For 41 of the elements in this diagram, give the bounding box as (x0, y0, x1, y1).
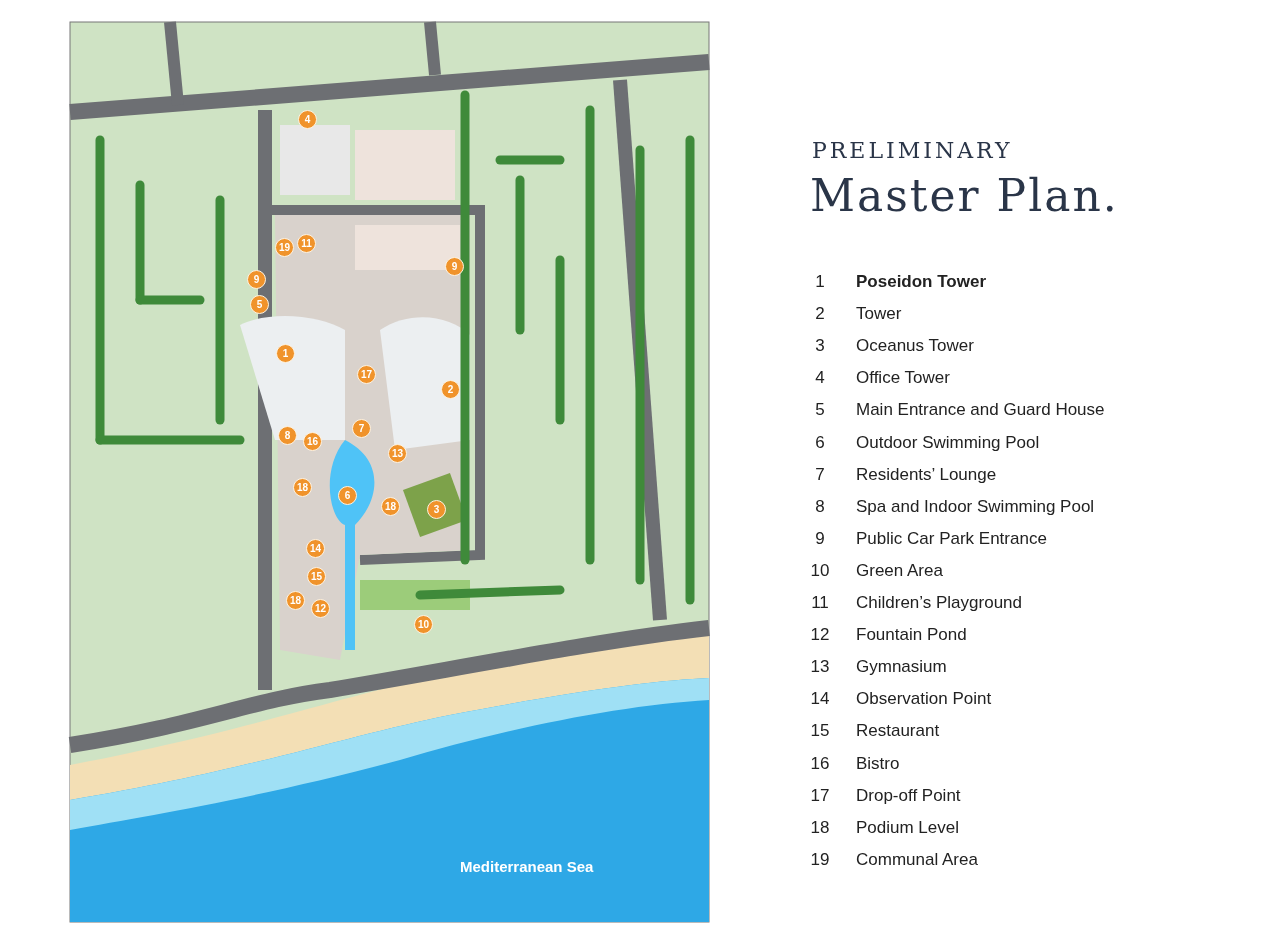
legend-text: Main Entrance and Guard House (856, 400, 1105, 421)
legend-number: 19 (809, 849, 831, 870)
sea-label: Mediterranean Sea (460, 858, 594, 875)
legend-number: 14 (809, 689, 831, 710)
legend-number: 16 (809, 753, 831, 774)
legend-number: 4 (814, 368, 826, 389)
legend-number: 8 (814, 496, 826, 517)
legend-number: 3 (814, 336, 826, 357)
legend-number: 17 (809, 785, 831, 806)
legend-number: 9 (814, 528, 826, 549)
subtitle: PRELIMINARY (812, 138, 1013, 163)
legend-text: Green Area (856, 560, 943, 581)
legend-number: 15 (809, 721, 831, 742)
legend-number: 7 (814, 464, 826, 485)
legend-number: 6 (814, 432, 826, 453)
legend-text: Spa and Indoor Swimming Pool (856, 496, 1095, 517)
legend-text: Gymnasium (856, 657, 947, 678)
legend-text: Public Car Park Entrance (856, 528, 1047, 549)
legend-text: Residents’ Lounge (856, 464, 997, 485)
legend-text: Fountain Pond (856, 625, 967, 646)
legend-number: 1 (814, 272, 826, 292)
legend-text: Podium Level (856, 817, 959, 838)
legend-text: Children’s Playground (856, 593, 1022, 613)
legend-text: Drop-off Point (856, 785, 961, 806)
legend-number: 18 (809, 817, 831, 838)
legend-text: Tower (856, 304, 902, 325)
legend-number: 2 (814, 304, 826, 325)
legend-text: Restaurant (856, 721, 940, 742)
legend-number: 5 (814, 400, 826, 421)
legend-text: Observation Point (856, 689, 992, 710)
title: Master Plan. (810, 170, 1119, 221)
legend-text: Poseidon Tower (856, 272, 987, 292)
legend-number: 12 (809, 625, 831, 646)
legend-number: 11 (810, 593, 830, 613)
legend-text: Office Tower (856, 368, 950, 389)
legend-number: 13 (809, 657, 831, 678)
legend-text: Outdoor Swimming Pool (856, 432, 1040, 453)
legend-number: 10 (809, 560, 831, 581)
legend-text: Communal Area (856, 849, 978, 870)
legend-text: Bistro (856, 753, 900, 774)
legend-text: Oceanus Tower (856, 336, 974, 357)
